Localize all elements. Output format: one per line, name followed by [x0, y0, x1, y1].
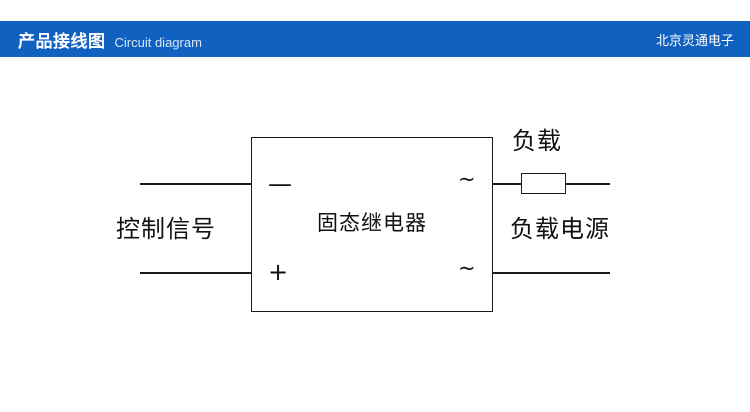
- terminal-dc-negative: —: [268, 170, 292, 198]
- wire-load-top-left: [492, 183, 522, 185]
- circuit-diagram: 固态继电器 — + ~ ~ 控制信号 负载 负载电源: [0, 57, 750, 412]
- header-title-group: 产品接线图 Circuit diagram: [18, 27, 202, 52]
- relay-label: 固态继电器: [317, 211, 427, 235]
- wire-load-top-right: [565, 183, 610, 185]
- label-control-signal: 控制信号: [116, 215, 216, 243]
- relay-body: [251, 137, 493, 312]
- brand-name: 北京灵通电子: [655, 33, 734, 49]
- label-load-power: 负载电源: [510, 215, 610, 243]
- wire-load-bottom: [492, 272, 610, 274]
- wire-control-top: [140, 183, 252, 185]
- header-bar: 产品接线图 Circuit diagram 北京灵通电子: [0, 21, 750, 57]
- page-title-en: Circuit diagram: [114, 34, 202, 50]
- terminal-ac-top: ~: [458, 167, 476, 191]
- label-load: 负载: [512, 127, 562, 155]
- page-title-cn: 产品接线图: [18, 31, 106, 52]
- terminal-ac-bottom: ~: [458, 256, 476, 280]
- terminal-dc-positive: +: [268, 258, 289, 286]
- load-resistor-icon: [521, 173, 566, 194]
- wire-control-bottom: [140, 272, 252, 274]
